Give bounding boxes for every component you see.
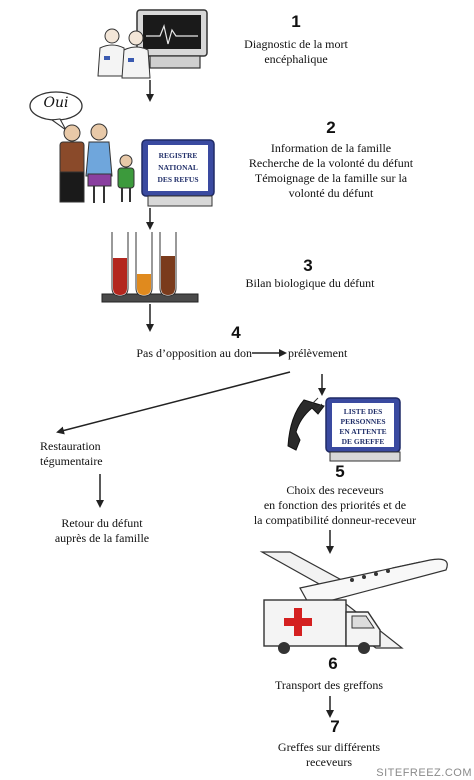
return-line-1: Retour du défunt — [61, 516, 143, 530]
step-7-line-1: Greffes sur différents — [277, 740, 381, 754]
return-text: Retour du défunt auprès de la famille — [44, 516, 160, 546]
step-3-text: Bilan biologique du défunt — [245, 276, 375, 290]
step-4-number: 4 — [231, 323, 241, 342]
step-1-line-1: Diagnostic de la mort — [244, 37, 348, 51]
return-line-2: auprès de la famille — [54, 531, 150, 545]
step-2-text: Information de la famille Recherche de l… — [222, 141, 440, 201]
watermark: SITEFREEZ.COM — [376, 767, 472, 779]
truck-illustration — [263, 599, 381, 654]
step-4-text-right: prélèvement — [288, 346, 348, 360]
arrow-to-restoration — [56, 371, 291, 435]
restoration-text: Restauration tégumentaire — [40, 439, 150, 469]
step-4-text-left: Pas d’opposition au don — [136, 346, 252, 360]
waiting-list-line-3: EN ATTENTE — [339, 427, 386, 436]
phone-icon — [287, 397, 325, 451]
step-1-number: 1 — [291, 12, 301, 31]
step-2-line-4: volonté du défunt — [288, 186, 374, 200]
step-5-number: 5 — [335, 462, 345, 481]
registry-line-1: REGISTRE — [159, 151, 198, 160]
waiting-list-line-2: PERSONNES — [340, 417, 385, 426]
family-illustration — [29, 91, 135, 203]
step-7-text: Greffes sur différents receveurs — [254, 740, 404, 770]
step-2-line-3: Témoignage de la famille sur la — [254, 171, 408, 185]
step-6-number: 6 — [328, 654, 338, 673]
step-6-text: Transport des greffons — [275, 678, 383, 692]
step-5-line-1: Choix des receveurs — [286, 483, 384, 497]
doctors-monitor-illustration — [97, 9, 208, 79]
step-3-number: 3 — [303, 256, 313, 275]
restoration-line-2: tégumentaire — [40, 454, 103, 468]
restoration-line-1: Restauration — [40, 439, 101, 453]
step-7-line-2: receveurs — [306, 755, 352, 769]
step-5-line-3: la compatibilité donneur-receveur — [253, 513, 417, 527]
registry-monitor: REGISTRE NATIONAL DES REFUS — [141, 139, 215, 207]
step-2-number: 2 — [326, 118, 336, 137]
step-5-text: Choix des receveurs en fonction des prio… — [226, 483, 444, 528]
waiting-list-line-1: LISTE DES — [344, 407, 383, 416]
waiting-list-line-4: DE GREFFE — [342, 437, 385, 446]
step-5-line-2: en fonction des priorités et de — [263, 498, 407, 512]
step-7-number: 7 — [330, 717, 340, 736]
registry-line-3: DES REFUS — [157, 175, 198, 184]
step-1-line-2: encéphalique — [264, 52, 328, 66]
step-2-line-2: Recherche de la volonté du défunt — [248, 156, 414, 170]
registry-line-2: NATIONAL — [158, 163, 198, 172]
test-tubes-illustration — [101, 232, 199, 303]
speech-bubble-text: Oui — [43, 95, 69, 111]
step-2-line-1: Information de la famille — [270, 141, 392, 155]
step-1-text: Diagnostic de la mort encéphalique — [196, 37, 396, 67]
waiting-list-monitor: LISTE DES PERSONNES EN ATTENTE DE GREFFE — [325, 397, 401, 462]
